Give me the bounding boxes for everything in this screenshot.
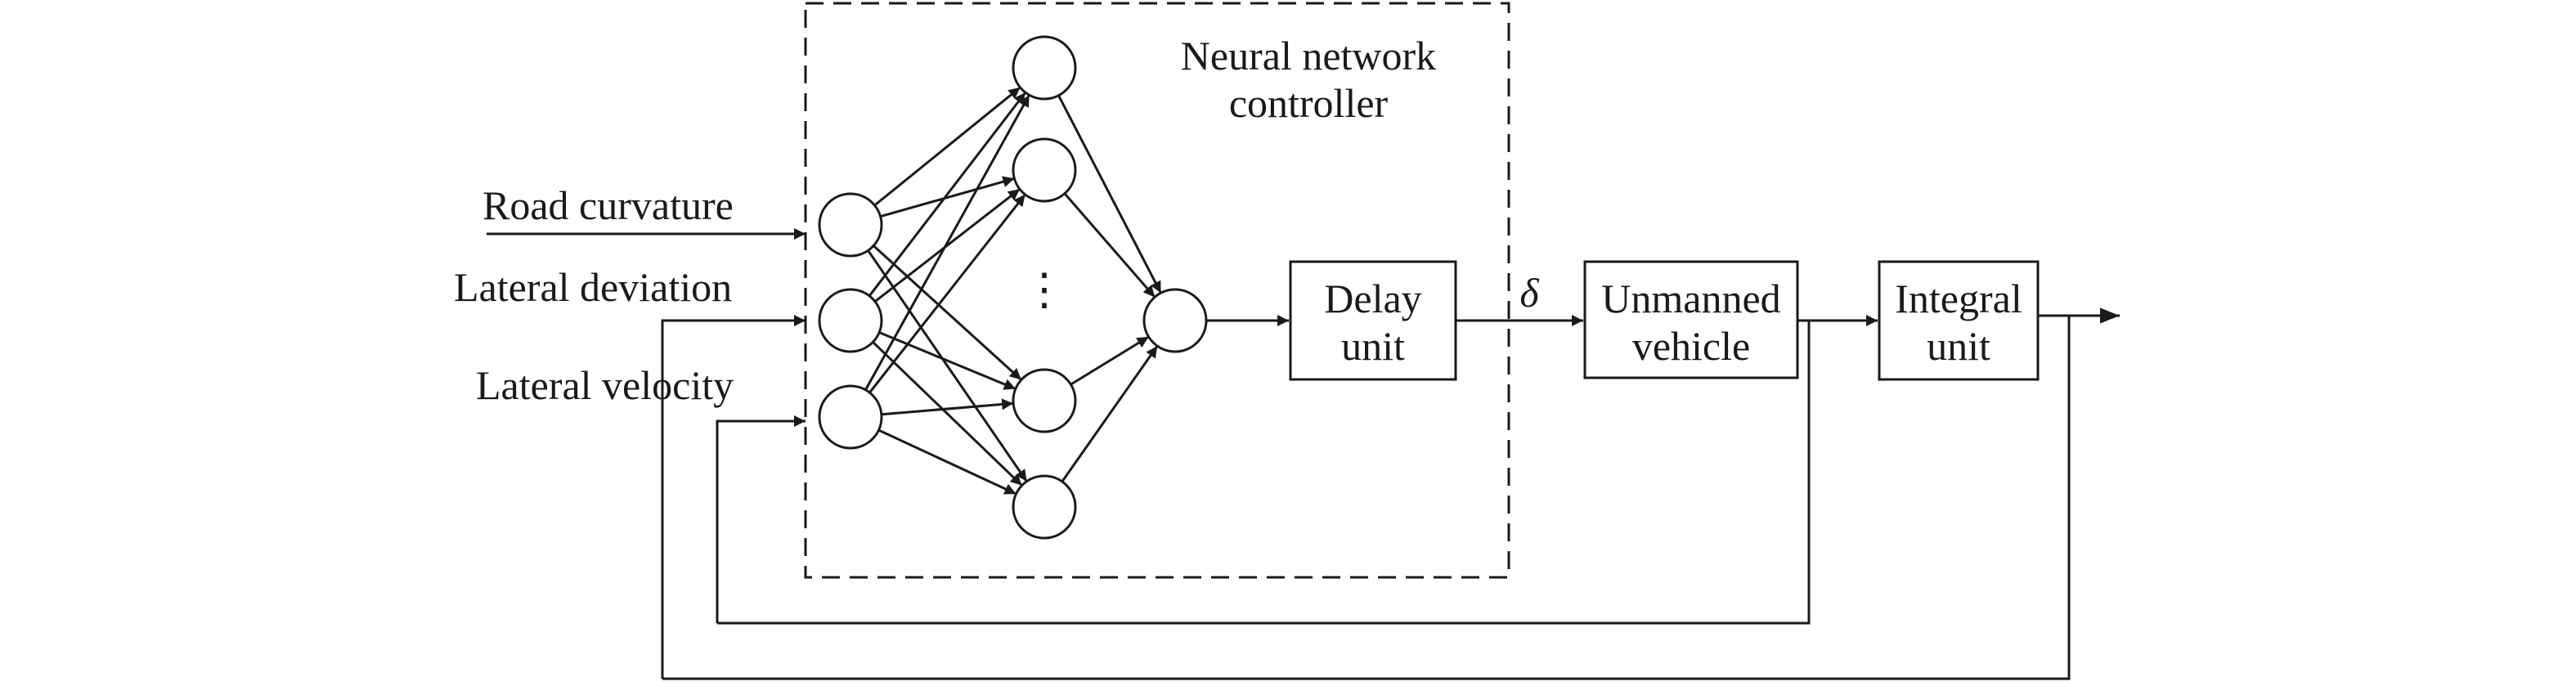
connection-input3-hidden4 [877, 428, 1017, 496]
unmanned-vehicle-label-line1: Unmanned [1601, 276, 1780, 321]
connection-input2-hidden4 [872, 341, 1023, 487]
feedback-lateral-velocity [716, 415, 806, 623]
connection-input2-hidden3 [878, 331, 1016, 390]
connection-input3-hidden3 [881, 398, 1014, 416]
connection-input2-hidden1 [868, 92, 1027, 297]
input-node-2 [818, 288, 883, 353]
connection-input3-hidden2 [868, 193, 1026, 394]
delay-unit-label-line2: unit [1341, 323, 1405, 369]
connection-hidden2-output [1063, 192, 1156, 298]
connection-hidden3-output [1070, 335, 1150, 386]
connection-input1-hidden2 [880, 176, 1015, 218]
feedback-loop-inner [717, 321, 1811, 625]
hidden-node-2 [1012, 137, 1077, 203]
connection-input3-hidden1 [864, 94, 1030, 391]
neural-network-controller-boundary [804, 2, 1510, 579]
controller-title-line2: controller [1229, 80, 1389, 126]
integral-unit-label-line2: unit [1927, 323, 1990, 369]
delta-label: δ [1519, 270, 1539, 316]
controller-title-line1: Neural network [1181, 33, 1436, 79]
integral-unit-box [1878, 260, 2040, 381]
feedback-loop-outer [662, 316, 2071, 680]
hidden-node-3 [1012, 368, 1077, 433]
delay-unit-label-line1: Delay [1324, 276, 1421, 321]
label-lateral-velocity: Lateral velocity [476, 362, 734, 408]
connection-hidden1-output [1057, 95, 1162, 294]
output-node [1142, 288, 1208, 353]
connection-input1-hidden1 [873, 86, 1021, 207]
hidden-node-1 [1012, 35, 1077, 101]
connection-input2-hidden2 [874, 188, 1021, 303]
unmanned-vehicle-label-line2: vehicle [1632, 323, 1750, 369]
connection-input1-hidden4 [867, 249, 1028, 482]
hidden-layer-ellipsis: ⋮ [1022, 265, 1066, 314]
label-road-curvature: Road curvature [482, 182, 734, 228]
label-lateral-deviation: Lateral deviation [454, 264, 732, 310]
connection-hidden4-output [1061, 345, 1159, 482]
connection-input1-hidden3 [873, 245, 1022, 381]
hidden-node-4 [1012, 474, 1077, 540]
feedback-lateral-deviation [661, 315, 806, 679]
input-node-3 [818, 384, 883, 450]
integral-unit-label-line1: Integral [1895, 276, 2022, 321]
network-connections [864, 86, 1162, 496]
unmanned-vehicle-box [1583, 260, 1799, 379]
input-node-1 [818, 192, 883, 258]
